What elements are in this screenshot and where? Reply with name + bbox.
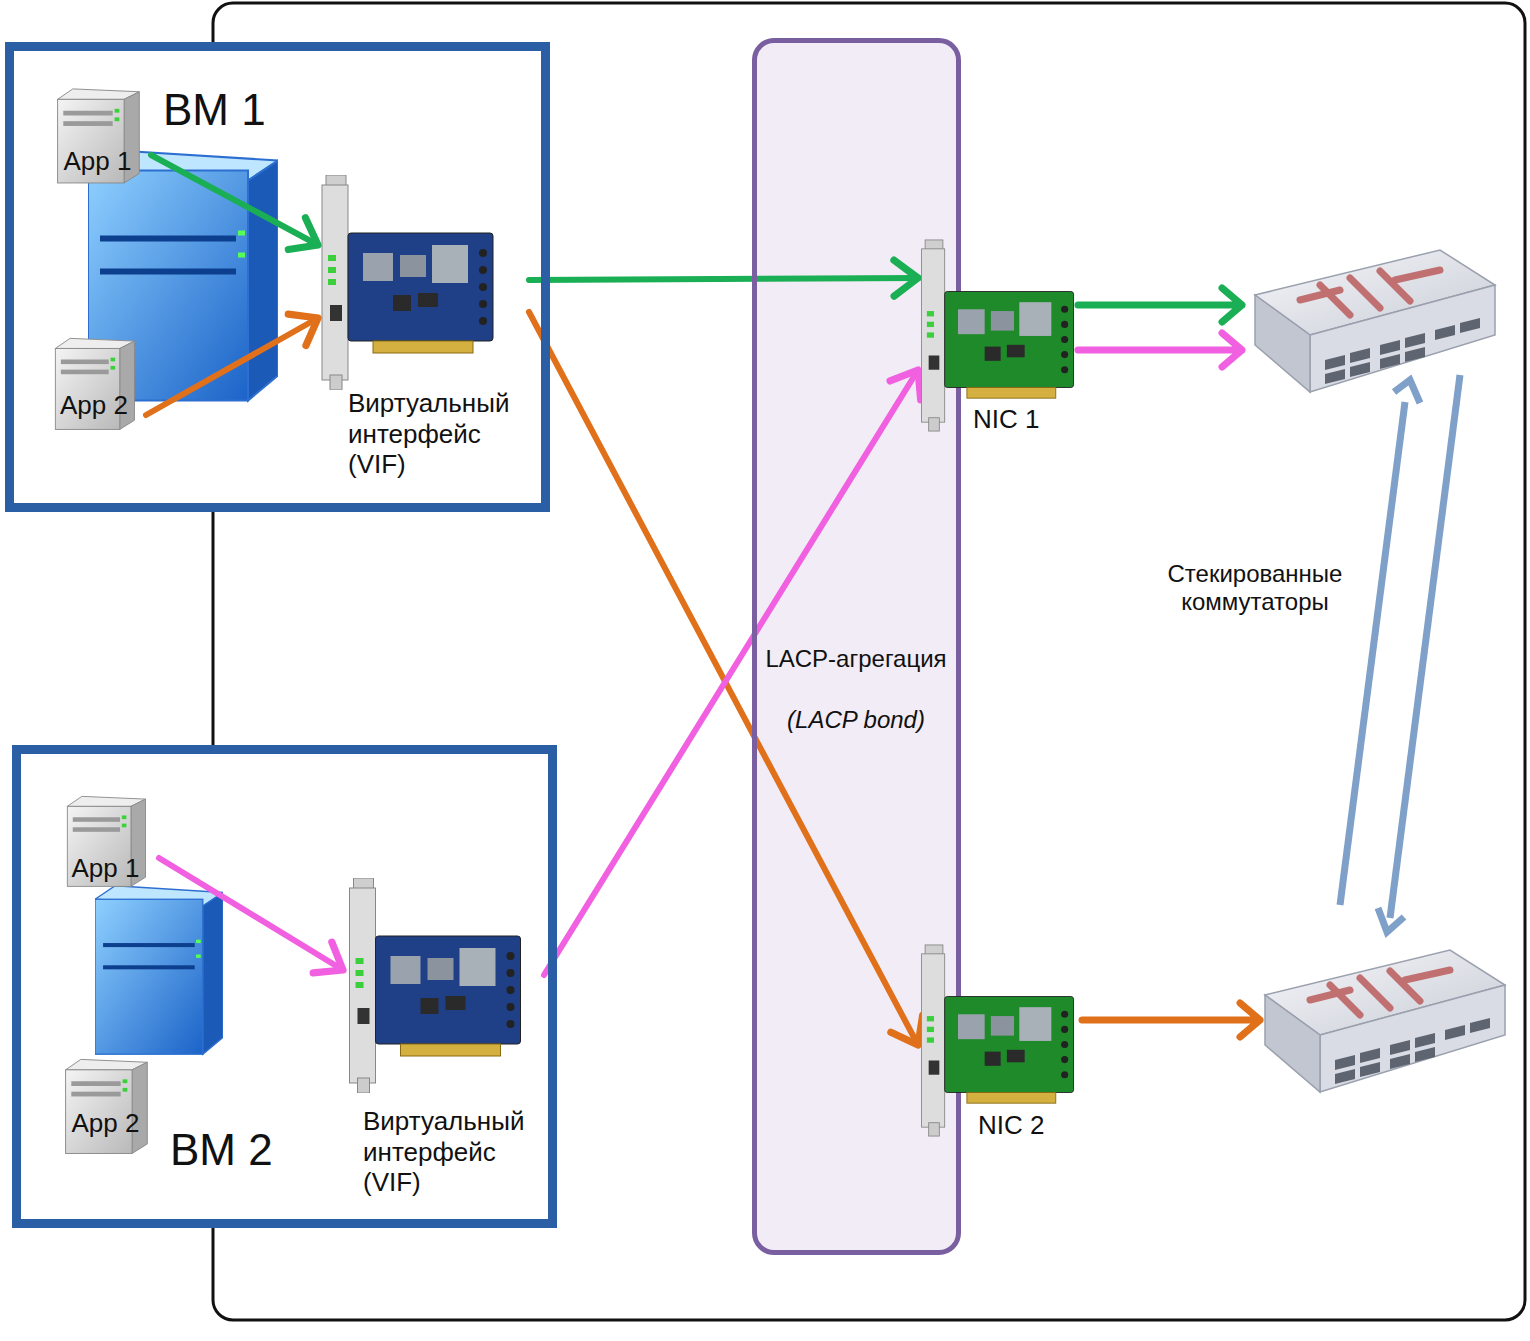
node-label: App 1 [50,146,145,177]
switch-icon [1255,250,1495,392]
app-server: App 1 [58,790,159,890]
stack-link [1340,375,1460,932]
network-card-icon [918,238,1078,433]
node-label: NIC 2 [978,1110,1044,1141]
network-card-icon [350,878,521,1093]
server-icon [48,320,140,445]
app-server: App 1 [50,82,151,187]
node-label: NIC 1 [973,404,1039,435]
uplink-arrow [1082,1003,1260,1037]
vm-server-tower [95,886,223,1054]
stack-link [1390,375,1460,918]
network-card-icon [918,943,1078,1138]
node-label: LACP-агрегация [757,645,955,673]
data-flow-arrow [529,278,918,280]
app-server: App 2 [58,1040,159,1170]
node-label: ВМ 2 [170,1124,273,1176]
virtual-interface: Виртуальный интерфейс (VIF) [343,878,544,1205]
data-flow-arrow [159,858,343,970]
note-label: Стекированные коммутаторы [1140,560,1370,617]
server-icon [66,1059,148,1153]
app-server: App 2 [48,320,146,445]
stack-link [1394,380,1420,403]
nic-card: NIC 2 [918,943,1083,1147]
node-label: ВМ 1 [163,84,266,136]
vm-box: ВМ 2 App 1 App 2 Виртуальный интерфейс (VIF… [12,745,557,1228]
stack-link [1340,402,1405,905]
vm-ground [12,745,557,1228]
vm-box: ВМ 1 App 1 App 2 Виртуальный интерфейс (VIF… [5,42,550,512]
uplink-arrow [1078,288,1260,1037]
node-label: App 2 [48,390,140,421]
network-card-icon [922,945,1074,1136]
stack-link [1378,908,1404,932]
node-label: (LACP bond) [757,706,955,734]
node-label: App 1 [58,853,153,884]
data-flow-arrow [146,318,318,415]
network-card-icon [343,878,528,1093]
network-card-icon [922,240,1074,431]
data-flow-arrow [529,312,918,1045]
network-card-icon [322,175,493,390]
server-icon [58,1040,153,1170]
nic-card: NIC 1 [918,238,1083,441]
node-label: Виртуальный интерфейс (VIF) [348,388,523,480]
uplink-arrow [1078,333,1242,367]
switch-icon [1265,950,1505,1092]
node-label: Виртуальный интерфейс (VIF) [363,1106,538,1198]
virtual-interface: Виртуальный интерфейс (VIF) [318,175,529,487]
network-card-icon [318,175,498,390]
uplink-arrow [1078,288,1242,322]
node-label: App 2 [58,1108,153,1139]
vm-ground [5,42,550,512]
data-flow-arrow [151,155,318,245]
